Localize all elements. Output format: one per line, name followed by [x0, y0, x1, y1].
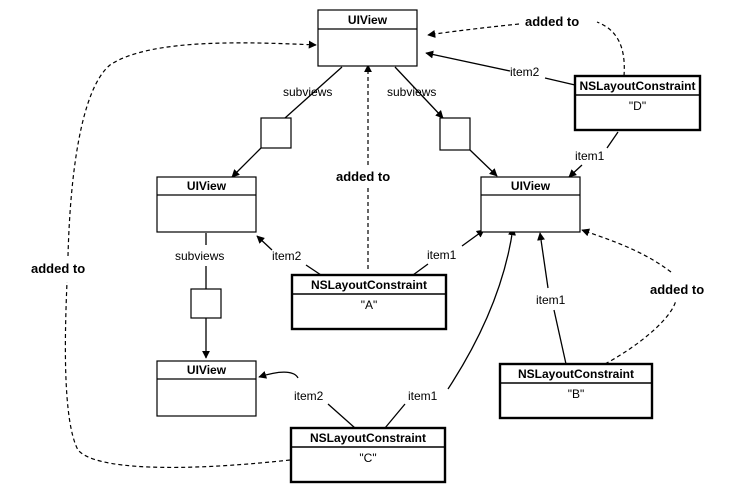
b-added-to-arrow — [582, 230, 677, 365]
label-d-item2: item2 — [510, 65, 540, 79]
label-added-to-left: added to — [31, 261, 85, 276]
c-item2-arrow — [259, 372, 356, 429]
label-added-to-right: added to — [650, 282, 704, 297]
label-c-item1: item1 — [408, 389, 438, 403]
uiview-left: UIView — [156, 176, 257, 233]
d-added-to-arrow — [428, 21, 625, 77]
label-a-item2: item2 — [272, 249, 302, 263]
subviews-right-arrow-1 — [394, 66, 444, 119]
label-subviews-right: subviews — [387, 85, 436, 99]
constraint-d-name: "D" — [629, 99, 646, 113]
constraint-c: NSLayoutConstraint "C" — [289, 426, 447, 484]
uiview-right-title: UIView — [511, 179, 551, 193]
subviews-left-arrow — [231, 146, 263, 178]
label-d-item1: item1 — [575, 149, 605, 163]
label-added-to-center: added to — [336, 169, 390, 184]
subviews-node-right — [439, 117, 471, 151]
c-item1-arrow — [384, 228, 513, 429]
edge-labels: subviews subviews subviews added to adde… — [31, 14, 704, 403]
label-a-item1: item1 — [427, 248, 457, 262]
subviews-node-lower — [190, 288, 222, 319]
subviews-left-line — [284, 66, 343, 119]
label-b-item1: item1 — [536, 293, 566, 307]
d-item2-arrow — [426, 53, 576, 86]
uiview-top: UIView — [317, 9, 418, 67]
b-item1-arrow — [540, 233, 567, 365]
uiview-right: UIView — [480, 176, 581, 233]
constraint-a: NSLayoutConstraint "A" — [290, 273, 448, 331]
subviews-node-left — [260, 117, 292, 149]
constraint-a-name: "A" — [361, 298, 378, 312]
uiview-bottom: UIView — [156, 360, 257, 417]
uiview-bottom-title: UIView — [187, 363, 227, 377]
constraint-c-name: "C" — [359, 451, 376, 465]
uiview-top-title: UIView — [348, 13, 388, 27]
label-added-to-top: added to — [525, 14, 579, 29]
uiview-left-title: UIView — [187, 179, 227, 193]
connectors — [64, 21, 677, 469]
a-item2-arrow — [257, 236, 322, 276]
d-item1-arrow — [569, 131, 619, 177]
label-subviews-left: subviews — [283, 85, 332, 99]
constraint-d-title: NSLayoutConstraint — [579, 79, 695, 93]
constraint-b: NSLayoutConstraint "B" — [498, 362, 654, 420]
label-subviews-lower: subviews — [175, 249, 224, 263]
constraint-d: NSLayoutConstraint "D" — [573, 74, 702, 132]
subviews-right-arrow-2 — [469, 149, 498, 177]
constraint-b-name: "B" — [568, 387, 585, 401]
c-added-to-arrow — [64, 43, 316, 469]
constraint-a-title: NSLayoutConstraint — [311, 278, 427, 292]
label-c-item2: item2 — [294, 389, 324, 403]
a-item1-arrow — [412, 230, 484, 276]
constraint-b-title: NSLayoutConstraint — [518, 367, 634, 381]
constraint-c-title: NSLayoutConstraint — [310, 431, 426, 445]
